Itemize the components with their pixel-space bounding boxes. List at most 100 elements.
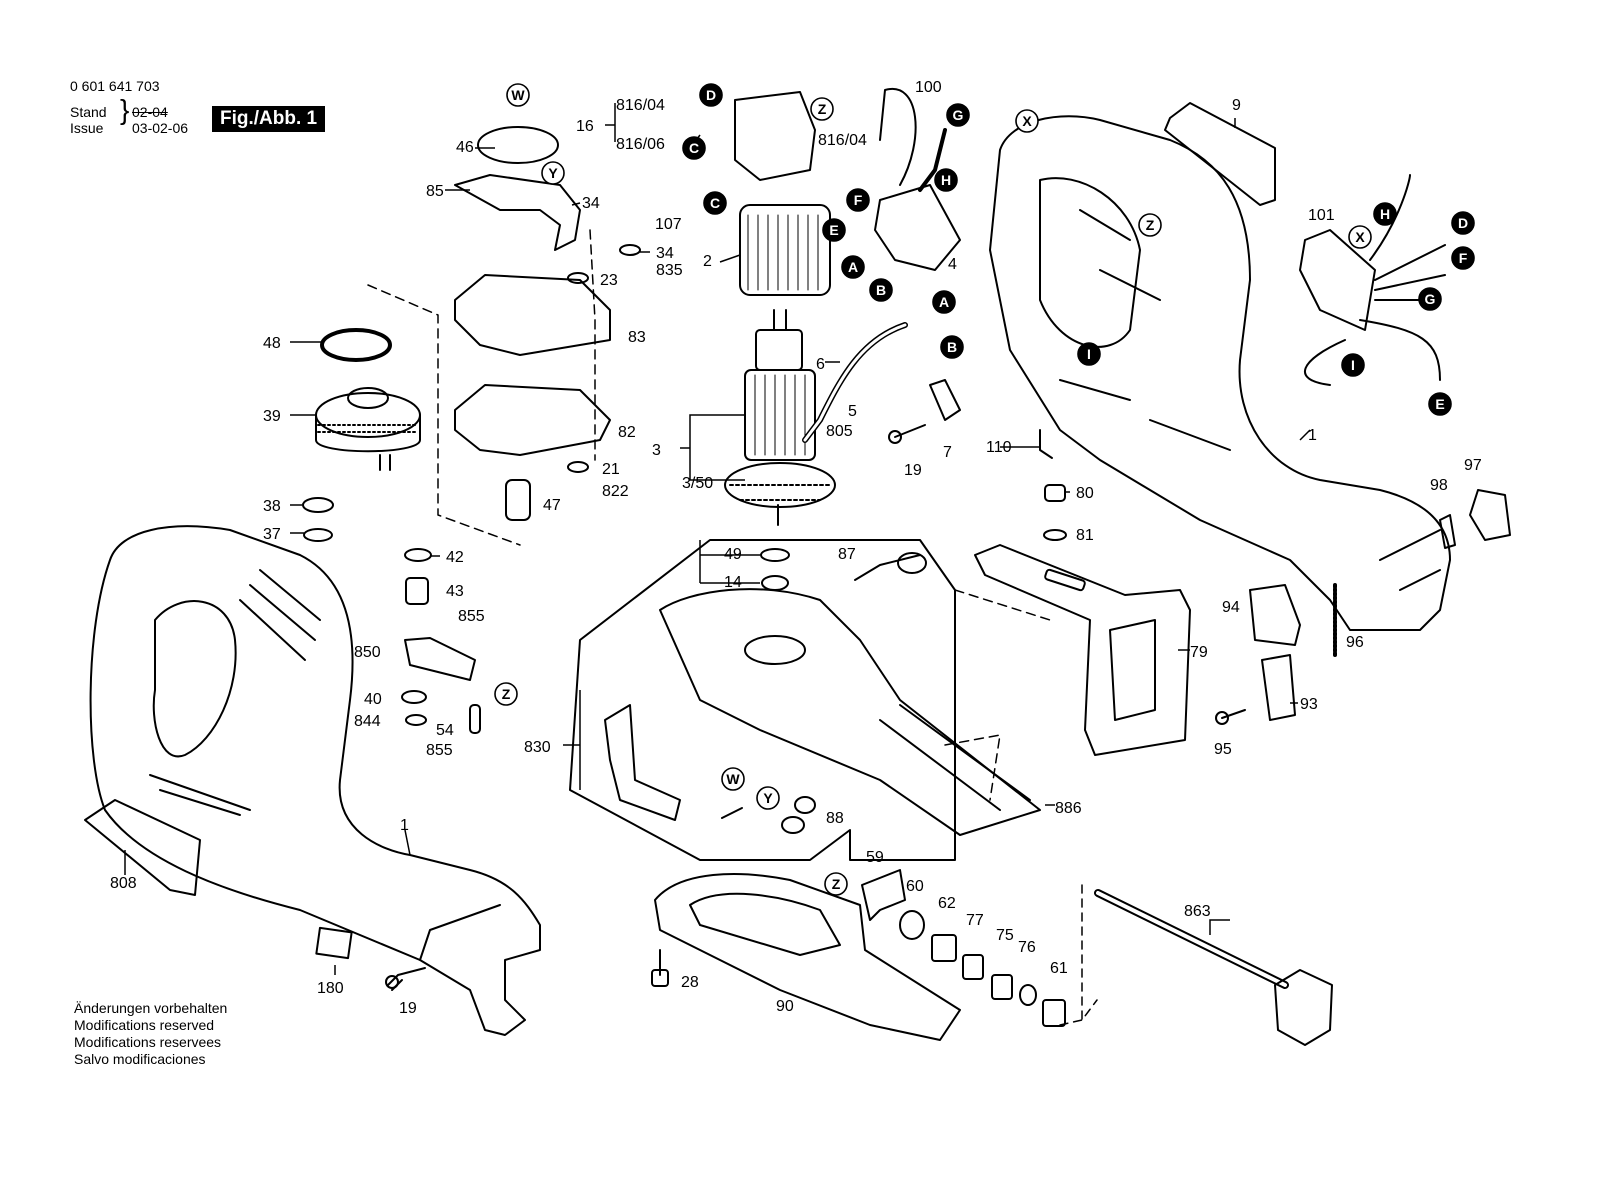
- part-850-link: [404, 637, 476, 681]
- part-label: 107: [655, 216, 682, 233]
- part-76-washer: [1019, 984, 1037, 1006]
- part-93-clip: [1261, 654, 1296, 721]
- part-110-pin: [1039, 429, 1053, 459]
- part-90-inner: [689, 892, 841, 956]
- part-label: 844: [354, 713, 381, 730]
- part-3-armature-commutator: [755, 329, 803, 371]
- svg-text:Y: Y: [763, 790, 773, 806]
- housing-right-foot: [1379, 529, 1441, 591]
- housing-left-vents: [239, 569, 321, 661]
- part-label: 42: [446, 549, 464, 566]
- part-3-armature-lines: [754, 374, 806, 456]
- part-34-washer: [619, 244, 641, 256]
- part-19-screw-left: [387, 967, 426, 991]
- part-label: 47: [543, 497, 561, 514]
- brace-icon: }: [120, 94, 130, 125]
- part-6-cable: [802, 322, 908, 443]
- housing-right-inner: [1039, 177, 1141, 348]
- part-46-disk: [477, 126, 559, 164]
- part-83-plate: [454, 274, 611, 356]
- callout-i-icon: I: [1077, 342, 1101, 366]
- callout-e-icon: E: [1428, 392, 1452, 416]
- note-line-de: Änderungen vorbehalten: [74, 1000, 228, 1016]
- part-label: 94: [1222, 599, 1240, 616]
- svg-text:C: C: [710, 195, 720, 211]
- part-863-clamp: [1274, 969, 1333, 1046]
- part-label: 21: [602, 461, 620, 478]
- svg-text:A: A: [848, 259, 858, 275]
- part-label: 40: [364, 691, 382, 708]
- part-label: 34: [582, 195, 600, 212]
- part-47-roller: [505, 479, 531, 521]
- part-label: 48: [263, 335, 281, 352]
- part-label: 43: [446, 583, 464, 600]
- callout-f-icon: F: [846, 188, 870, 212]
- callout-g-icon: G: [1418, 287, 1442, 311]
- callout-b-icon: B: [940, 335, 964, 359]
- part-label: 4: [948, 256, 957, 273]
- svg-text:E: E: [829, 222, 838, 238]
- part-4-switch: [874, 184, 961, 271]
- stand-value: 02-04: [132, 104, 168, 120]
- part-label: 180: [317, 980, 344, 997]
- part-79-foot: [974, 544, 1191, 756]
- part-844-clip: [405, 714, 427, 726]
- svg-text:I: I: [1351, 357, 1355, 373]
- svg-text:Z: Z: [1146, 217, 1155, 233]
- part-label: 77: [966, 912, 984, 929]
- part-label: 855: [426, 742, 453, 759]
- part-labels: 4685343483523838221822474839383742438558…: [110, 79, 1482, 1017]
- part-79-slot: [1044, 568, 1086, 592]
- part-43-bushing: [405, 577, 429, 605]
- part-label: 16: [576, 118, 594, 135]
- part-label: 97: [1464, 457, 1482, 474]
- modification-notes: Änderungen vorbehalten Modifications res…: [74, 1000, 227, 1068]
- part-label: 82: [618, 424, 636, 441]
- callout-y-icon: Y: [541, 161, 565, 185]
- callout-d-icon: D: [1451, 211, 1475, 235]
- callout-a-icon: A: [841, 255, 865, 279]
- part-48-oring: [320, 328, 392, 362]
- part-79-window: [1109, 619, 1156, 721]
- callout-i-icon: I: [1341, 353, 1365, 377]
- part-label: 6: [816, 356, 825, 373]
- part-16-brushholder: [734, 91, 816, 181]
- part-label: 850: [354, 644, 381, 661]
- callout-y-icon: Y: [756, 786, 780, 810]
- part-19-screw-mid: [894, 424, 926, 438]
- part-label: 38: [263, 498, 281, 515]
- part-label: 85: [426, 183, 444, 200]
- housing-left-ribs: [149, 774, 251, 816]
- part-label: 100: [915, 79, 942, 96]
- part-label: 34: [656, 245, 674, 262]
- part-label: 19: [399, 1000, 417, 1017]
- part-label: 863: [1184, 903, 1211, 920]
- part-38-washer: [302, 497, 334, 513]
- callout-a-icon: A: [932, 290, 956, 314]
- svg-text:E: E: [1435, 396, 1444, 412]
- callout-g-icon: G: [946, 103, 970, 127]
- part-label: 59: [866, 849, 884, 866]
- part-label: 93: [1300, 696, 1318, 713]
- part-19-screw-head-left: [385, 975, 399, 989]
- svg-text:C: C: [689, 140, 699, 156]
- part-label: 39: [263, 408, 281, 425]
- part-59-bracket: [861, 869, 906, 921]
- part-label: 101: [1308, 207, 1335, 224]
- note-line-fr: Modifications reservees: [74, 1034, 222, 1050]
- part-95-screw-head: [1215, 711, 1229, 725]
- svg-text:D: D: [706, 87, 716, 103]
- callout-w-icon: W: [721, 767, 745, 791]
- part-2-field-windings: [747, 214, 819, 291]
- part-label: 79: [1190, 644, 1208, 661]
- svg-text:F: F: [1459, 250, 1468, 266]
- part-60-roller: [899, 910, 925, 940]
- part-label: 62: [938, 895, 956, 912]
- issue-label: Issue: [70, 120, 104, 136]
- part-3-shaft: [773, 309, 787, 526]
- part-88-washer-a: [794, 796, 816, 814]
- part-label: 49: [724, 546, 742, 563]
- part-100-wire: [879, 87, 917, 186]
- callout-c-icon: C: [703, 191, 727, 215]
- part-40-washer: [401, 690, 427, 704]
